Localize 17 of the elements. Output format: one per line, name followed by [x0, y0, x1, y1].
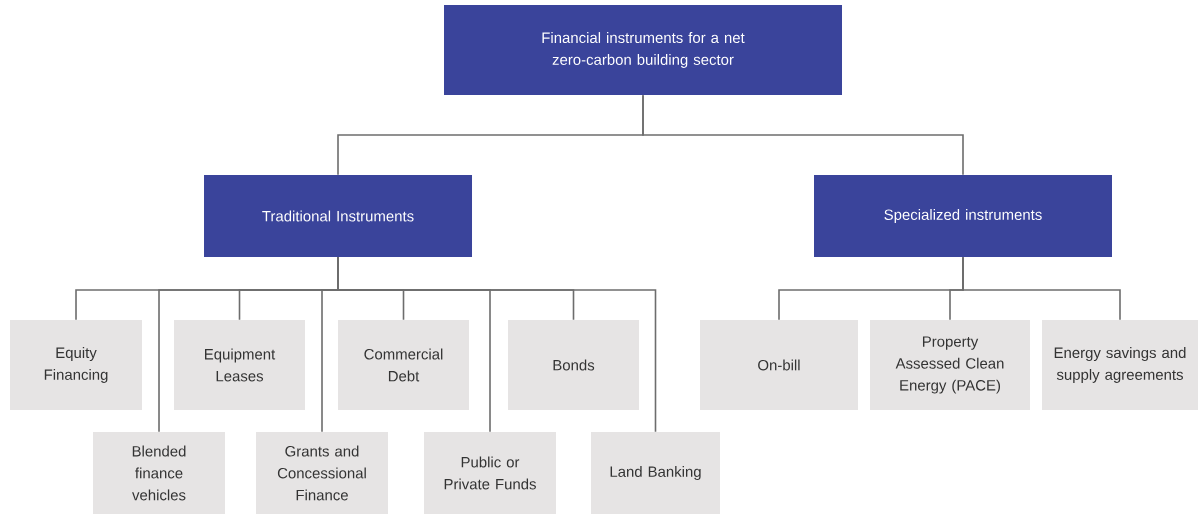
- header-box: Traditional Instruments: [204, 175, 472, 257]
- header-box: Specialized instruments: [814, 175, 1112, 257]
- category-box: Equity Financing: [10, 320, 142, 410]
- category-box: Energy savings and supply agreements: [1042, 320, 1198, 410]
- category-box: Blended finance vehicles: [93, 432, 225, 514]
- category-box: Equipment Leases: [174, 320, 305, 410]
- category-box: Commercial Debt: [338, 320, 469, 410]
- category-box: Grants and Concessional Finance: [256, 432, 388, 514]
- connector-line: [337, 256, 657, 433]
- header-box: Financial instruments for a net zero-carbon building sector: [444, 5, 842, 95]
- category-box: Land Banking: [591, 432, 720, 514]
- category-box: On-bill: [700, 320, 858, 410]
- category-box: Public or Private Funds: [424, 432, 556, 514]
- category-box: Property Assessed Clean Energy (PACE): [870, 320, 1030, 410]
- category-box: Bonds: [508, 320, 639, 410]
- connector-line: [962, 256, 1121, 321]
- connector-line: [642, 94, 964, 176]
